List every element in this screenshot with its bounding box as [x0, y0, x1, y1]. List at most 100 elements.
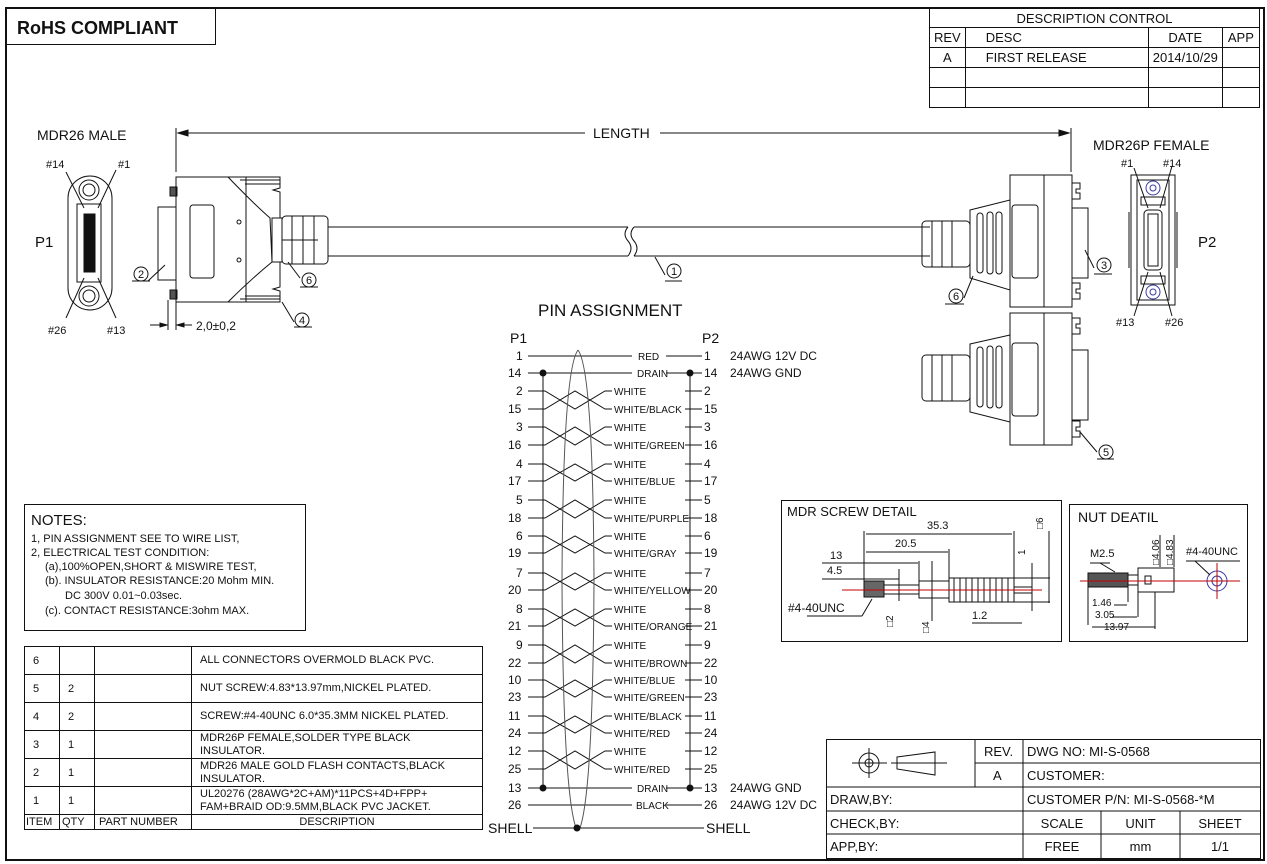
wire-color-label: WHITE/BLACK — [614, 405, 682, 416]
dim-dia-2: □2 — [885, 615, 896, 627]
p1-pin-number: 25 — [508, 762, 522, 776]
rohs-label: RoHS COMPLIANT — [17, 18, 178, 38]
p2-pin-number: 10 — [704, 673, 718, 687]
screw-thread-label: #4-40UNC — [788, 601, 845, 615]
wire-color-label: WHITE/BLUE — [614, 676, 675, 687]
twisted-pair-wire — [528, 679, 612, 698]
draw-by-label: DRAW,BY: — [830, 792, 893, 807]
twisted-pair-wire — [528, 750, 612, 770]
p1-pin-number: 20 — [508, 583, 522, 597]
p1-pin-number: 2 — [516, 384, 523, 398]
note-line: (b). INSULATOR RESISTANCE:20 Mohm MIN. — [45, 575, 275, 587]
wire-spec-note: 24AWG GND — [730, 781, 802, 795]
callout-1 — [666, 263, 682, 279]
bom-desc: UL20276 (28AWG*2C+AM)*11PCS+4D+FPP+ FAM+… — [191, 786, 483, 815]
bom-desc: MDR26 MALE GOLD FLASH CONTACTS,BLACK INS… — [191, 758, 483, 787]
date-cell: 2014/10/29 — [1147, 47, 1223, 68]
p2-pin-number: 13 — [704, 781, 718, 795]
scale-label: SCALE — [1040, 816, 1084, 831]
p1-pin-number: 26 — [508, 798, 522, 812]
dim-4-83: □4.83 — [1165, 539, 1176, 565]
dim-13: 13 — [830, 550, 843, 562]
pin-label: #26 — [48, 325, 66, 337]
p2-pin-number: 22 — [704, 656, 718, 670]
wire-color-label: WHITE/RED — [614, 765, 670, 776]
wire-color-label: RED — [638, 352, 659, 363]
p1-pin-number: 9 — [516, 638, 523, 652]
p2-face-view — [1128, 165, 1178, 317]
p1-pin-number: 3 — [516, 420, 523, 434]
twisted-pair-wire — [528, 644, 612, 664]
wire-color-label: WHITE/GRAY — [614, 549, 677, 560]
pin-label: #14 — [1163, 158, 1181, 170]
twisted-pair-wire — [528, 608, 612, 627]
p2-pin-number: 3 — [704, 420, 711, 434]
p1-pin-number: 14 — [508, 366, 522, 380]
revision-table: DESCRIPTION CONTROL REV DESC DATE APP A … — [929, 8, 1261, 108]
bom-desc: MDR26P FEMALE,SOLDER TYPE BLACK INSULATO… — [191, 730, 483, 759]
notes-box: NOTES: 1, PIN ASSIGNMENT SEE TO WIRE LIS… — [24, 504, 306, 631]
wire-color-label: WHITE/GREEN — [614, 441, 685, 452]
nut-detail-box: NUT DEATIL M2.5 #4-40UNC 1.46 3.05 13.97… — [1069, 504, 1248, 642]
p2-pin-number: 19 — [704, 546, 718, 560]
twisted-pair-wire — [528, 535, 612, 554]
bom-desc: NUT SCREW:4.83*13.97mm,NICKEL PLATED. — [191, 674, 483, 703]
notes-title: NOTES: — [31, 512, 87, 529]
twisted-pair-wire — [528, 572, 612, 591]
drawing-frame — [5, 7, 1265, 861]
wire-color-label: WHITE — [614, 569, 647, 580]
dim-3-05: 3.05 — [1095, 610, 1115, 621]
shell-right-label: SHELL — [706, 820, 751, 836]
bom-qty: 1 — [59, 786, 95, 815]
p2-side-view-lower — [921, 312, 1089, 446]
wire-spec-note: 24AWG GND — [730, 366, 802, 380]
bom-part — [94, 702, 192, 731]
p2-pin-number: 2 — [704, 384, 711, 398]
bom-part — [94, 646, 192, 675]
nut-m25-label: M2.5 — [1090, 548, 1115, 560]
p1-pin-number: 17 — [508, 474, 522, 488]
rev-header: REV — [929, 27, 966, 48]
wire-color-label: WHITE — [614, 423, 647, 434]
pin-label: #13 — [107, 325, 125, 337]
dwg-no: DWG NO: MI-S-0568 — [1027, 744, 1150, 759]
length-label: LENGTH — [593, 125, 650, 141]
p1-pin-number: 7 — [516, 566, 523, 580]
callout-6-right — [948, 288, 964, 304]
twisted-pair-wire — [528, 750, 612, 770]
callout-2-leader — [147, 264, 166, 282]
p2-pin-number: 9 — [704, 638, 711, 652]
pin-label: #26 — [1165, 317, 1183, 329]
twisted-pair-wire — [528, 715, 612, 734]
check-by-label: CHECK,BY: — [830, 816, 900, 831]
p2-pin-number: 21 — [704, 619, 718, 633]
callouts — [133, 257, 1114, 460]
wire-color-label: WHITE/BLUE — [614, 477, 675, 488]
callout-6-label: 6 — [306, 275, 312, 287]
left-connector-title: MDR26 MALE — [37, 127, 126, 143]
p2-pin-number: 15 — [704, 402, 718, 416]
bom-item: 2 — [24, 758, 60, 787]
twisted-pair-wire — [528, 608, 612, 627]
p2-pin-number: 23 — [704, 690, 718, 704]
customer-pn: CUSTOMER P/N: MI-S-0568-*M — [1027, 792, 1215, 807]
p1-pin-number: 18 — [508, 511, 522, 525]
dim-13-97: 13.97 — [1104, 622, 1130, 633]
dim-dia-4: □4 — [921, 621, 932, 633]
twisted-pair-wire — [528, 463, 612, 482]
unit-label: UNIT — [1125, 816, 1156, 831]
bom-qty — [59, 646, 95, 675]
bom-item: 4 — [24, 702, 60, 731]
wire-color-label: DRAIN — [637, 369, 668, 380]
wire-color-label: WHITE/ORANGE — [614, 622, 693, 633]
callout-2 — [133, 266, 149, 282]
twisted-pair-wire — [528, 390, 612, 410]
wire-color-label: DRAIN — [637, 784, 668, 795]
p1-pin-number: 1 — [516, 349, 523, 363]
right-connector-title: MDR26P FEMALE — [1093, 137, 1209, 153]
callout-4 — [294, 312, 310, 328]
p1-pin-number: 24 — [508, 726, 522, 740]
p2-pin-number: 24 — [704, 726, 718, 740]
